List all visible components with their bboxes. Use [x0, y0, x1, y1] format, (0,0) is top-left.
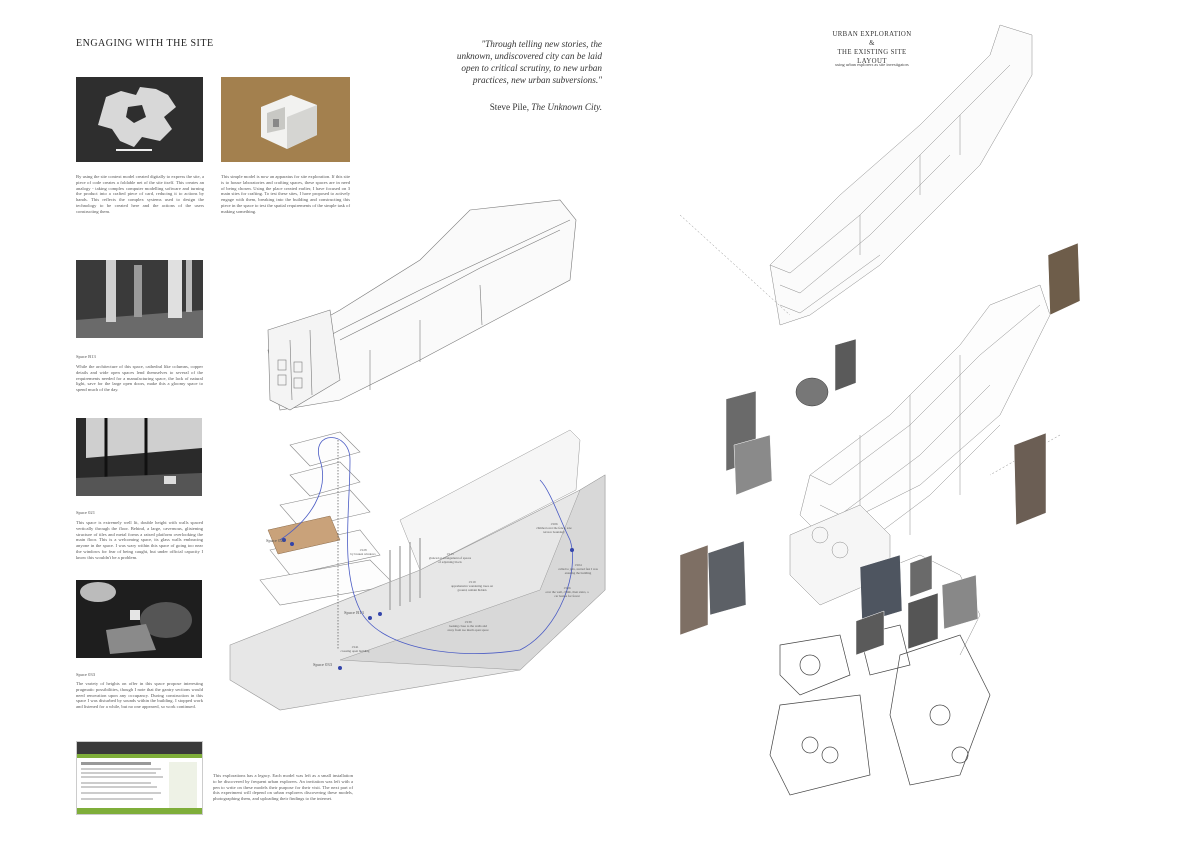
right-title-amp: &: [869, 40, 875, 47]
model-photo: [221, 77, 350, 162]
intro-text-left: By using the site context model created …: [76, 174, 204, 214]
space-b13-label: Space B13: [76, 354, 96, 359]
space-021-text: This space is extremely well lit, double…: [76, 520, 203, 560]
space-033-photo: [76, 580, 202, 658]
website-screenshot: [76, 741, 203, 815]
quote-attribution: Steve Pile, The Unknown City.: [446, 102, 602, 112]
intro-text-right: This simple model is now an apparatus fo…: [221, 174, 350, 214]
timeline-note-6: 13:26 over the wall, climb, then stairs,…: [545, 586, 589, 598]
diagram-label-space-021: Space 021: [266, 538, 286, 543]
space-033-text: The variety of heights on offer in this …: [76, 681, 203, 710]
exploration-path: [279, 437, 573, 654]
diagram-label-space-b13: Space B13: [344, 610, 364, 615]
timeline-note-8: 13:41 crossing open building: [340, 645, 370, 653]
right-title: URBAN EXPLORATION & THE EXISTING SITE LA…: [824, 30, 920, 66]
exploded-axonometric-diagram: [229, 199, 606, 711]
quote-text: "Through telling new stories, the unknow…: [456, 39, 602, 85]
right-subtitle: using urban explorers as site investigat…: [835, 62, 909, 67]
page-title: ENGAGING WITH THE SITE: [76, 38, 214, 49]
timeline-note-1: 13:28 by broken windows: [350, 548, 376, 556]
quote-source: The Unknown City.: [531, 102, 602, 112]
quote-author: Steve Pile,: [489, 102, 532, 112]
space-033-label: Space 033: [76, 672, 96, 677]
timeline-note-7: 13:39 looking close to the walls and awa…: [447, 620, 489, 632]
diagram-label-space-033: Space 033: [313, 662, 333, 667]
space-b13-photo: [76, 260, 203, 338]
right-title-line1: URBAN EXPLORATION: [832, 31, 912, 38]
card-model-a: [267, 515, 341, 555]
space-b13-text: While the architecture of this space, ca…: [76, 364, 203, 393]
legacy-text: This explorations has a legacy. Each mod…: [213, 773, 353, 802]
timeline-note-3: 13:19 apprehensive wandering trees on gr…: [451, 580, 493, 592]
space-021-label: Space 021: [76, 510, 96, 515]
timeline-note-5: 13:04 called to join, started fast I was…: [558, 563, 598, 575]
site-net-photo: [76, 77, 203, 162]
space-021-photo: [76, 418, 202, 496]
site-layout-drawing: [679, 24, 1081, 796]
timeline-note-4: 13:06 climbed over the fence, saw terrac…: [536, 522, 572, 534]
timeline-note-2: 13:13 glanced at arrangement of spaces o…: [428, 552, 472, 564]
right-title-line2: THE EXISTING SITE LAYOUT: [837, 49, 907, 65]
